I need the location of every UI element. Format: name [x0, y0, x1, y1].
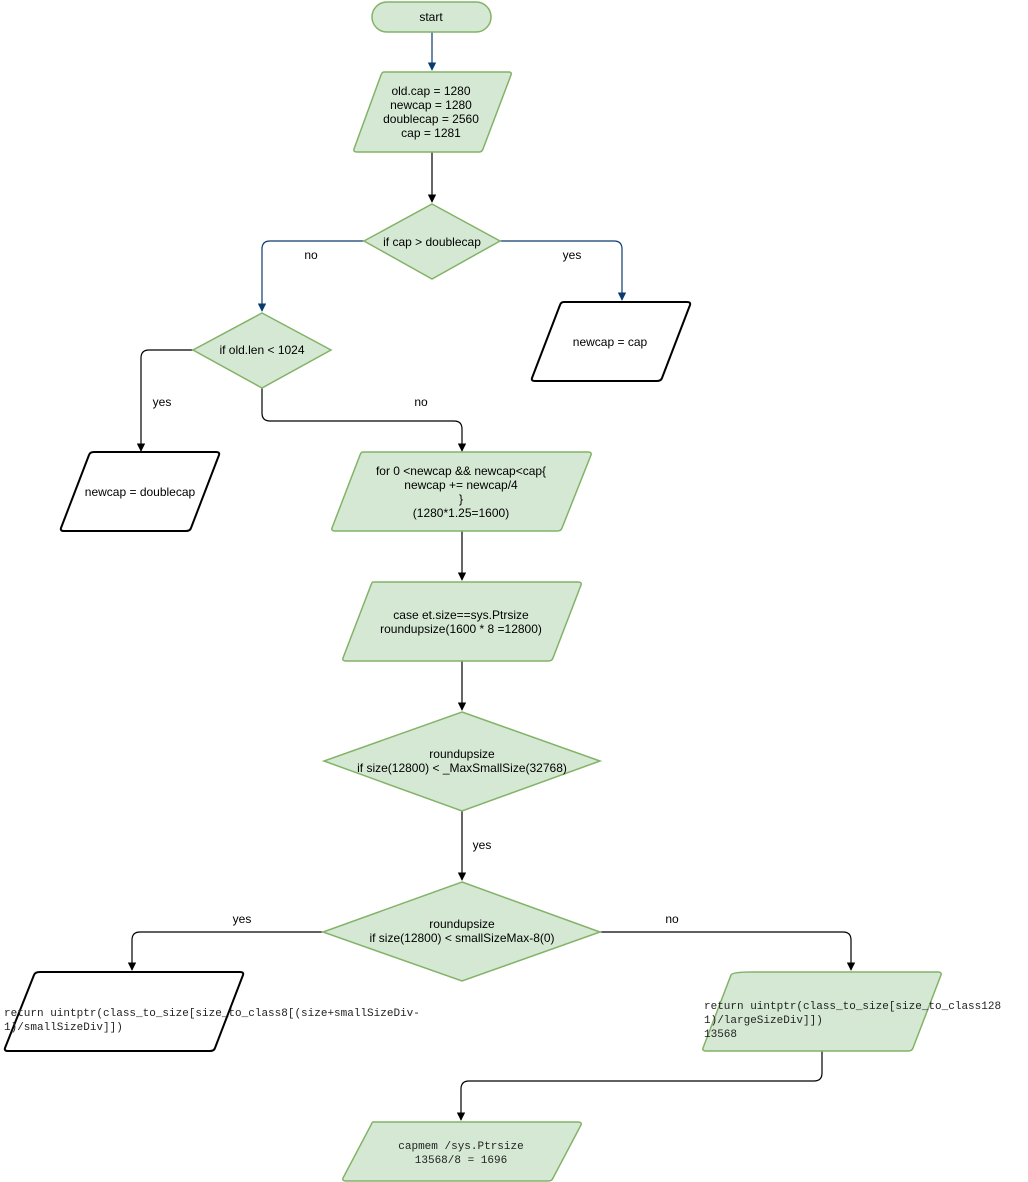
- loop-line-4: (1280*1.25=1600): [413, 506, 509, 520]
- decision-3-line-2: if size(12800) < _MaxSmallSize(32768): [357, 761, 567, 775]
- return-large-node: return uintptr(class_to_size[size_to_cla…: [702, 971, 1001, 1052]
- decision-oldlen-lt-1024: if old.len < 1024: [191, 312, 333, 389]
- edge-label-yes-1: yes: [563, 248, 582, 262]
- case-line-1: case et.size==sys.Ptrsize: [393, 608, 529, 622]
- edge-cond4-yes: [127, 931, 323, 971]
- capmem-line-2: 13568/8 = 1696: [415, 1155, 507, 1167]
- return-large-line-2: 1)/largeSizeDiv]]): [704, 1015, 823, 1027]
- edge-cond4-no: [600, 931, 856, 971]
- edge-large-capmem: [456, 1051, 823, 1121]
- decision-4-line-1: roundupsize: [429, 917, 495, 931]
- return-large-line-1: return uintptr(class_to_size[size_to_cla…: [704, 1001, 1001, 1013]
- init-line-4: cap = 1281: [401, 126, 461, 140]
- init-line-3: doublecap = 2560: [383, 112, 479, 126]
- edge-cond2-no: [261, 388, 467, 452]
- return-small-node: return uintptr(class_to_size[size_to_cla…: [3, 971, 420, 1052]
- decision-4-line-2: if size(12800) < smallSizeMax-8(0): [369, 931, 554, 945]
- edge-cond2-yes: [136, 349, 193, 452]
- loop-line-1: for 0 <newcap && newcap<cap{: [376, 464, 546, 478]
- loop-line-2: newcap += newcap/4: [404, 478, 518, 492]
- loop-line-3: }: [459, 492, 463, 506]
- edge-label-yes-2: yes: [153, 395, 172, 409]
- edge-label-no-1: no: [304, 248, 318, 262]
- case-ptrsize-node: case et.size==sys.Ptrsize roundupsize(16…: [342, 581, 582, 662]
- capmem-line-1: capmem /sys.Ptrsize: [398, 1141, 523, 1153]
- edge-label-no-4: no: [665, 912, 679, 926]
- return-small-line-1: return uintptr(class_to_size[size_to_cla…: [4, 1008, 420, 1020]
- edge-label-no-2: no: [414, 395, 428, 409]
- assign-newcap-doublecap-node: newcap = doublecap: [59, 451, 221, 532]
- return-large-line-3: 13568: [704, 1029, 737, 1041]
- init-node: old.cap = 1280 newcap = 1280 doublecap =…: [353, 71, 512, 153]
- decision-small-size-max: roundupsize if size(12800) < smallSizeMa…: [320, 881, 603, 982]
- start-node: start: [371, 1, 492, 33]
- capmem-node: capmem /sys.Ptrsize 13568/8 = 1696: [342, 1121, 582, 1182]
- decision-cap-gt-doublecap: if cap > doublecap: [362, 203, 502, 280]
- return-small-line-2: 1)/smallSizeDiv]]): [4, 1022, 123, 1034]
- edge-label-yes-4: yes: [233, 912, 252, 926]
- decision-3-line-1: roundupsize: [429, 747, 495, 761]
- decision-max-small-size: roundupsize if size(12800) < _MaxSmallSi…: [321, 711, 603, 812]
- start-label: start: [419, 10, 443, 24]
- decision-2-label: if old.len < 1024: [219, 343, 304, 357]
- loop-node: for 0 <newcap && newcap<cap{ newcap += n…: [331, 451, 592, 532]
- init-line-1: old.cap = 1280: [391, 84, 470, 98]
- edge-label-yes-3: yes: [473, 838, 492, 852]
- assign-newcap-cap-label: newcap = cap: [573, 335, 648, 349]
- decision-1-label: if cap > doublecap: [383, 235, 481, 249]
- case-line-2: roundupsize(1600 * 8 =12800): [380, 622, 542, 636]
- assign-newcap-cap-node: newcap = cap: [530, 301, 692, 382]
- edge-cond1-no: [257, 240, 364, 312]
- init-line-2: newcap = 1280: [390, 98, 472, 112]
- edge-cond1-yes: [500, 240, 627, 301]
- assign-newcap-doublecap-label: newcap = doublecap: [85, 485, 196, 499]
